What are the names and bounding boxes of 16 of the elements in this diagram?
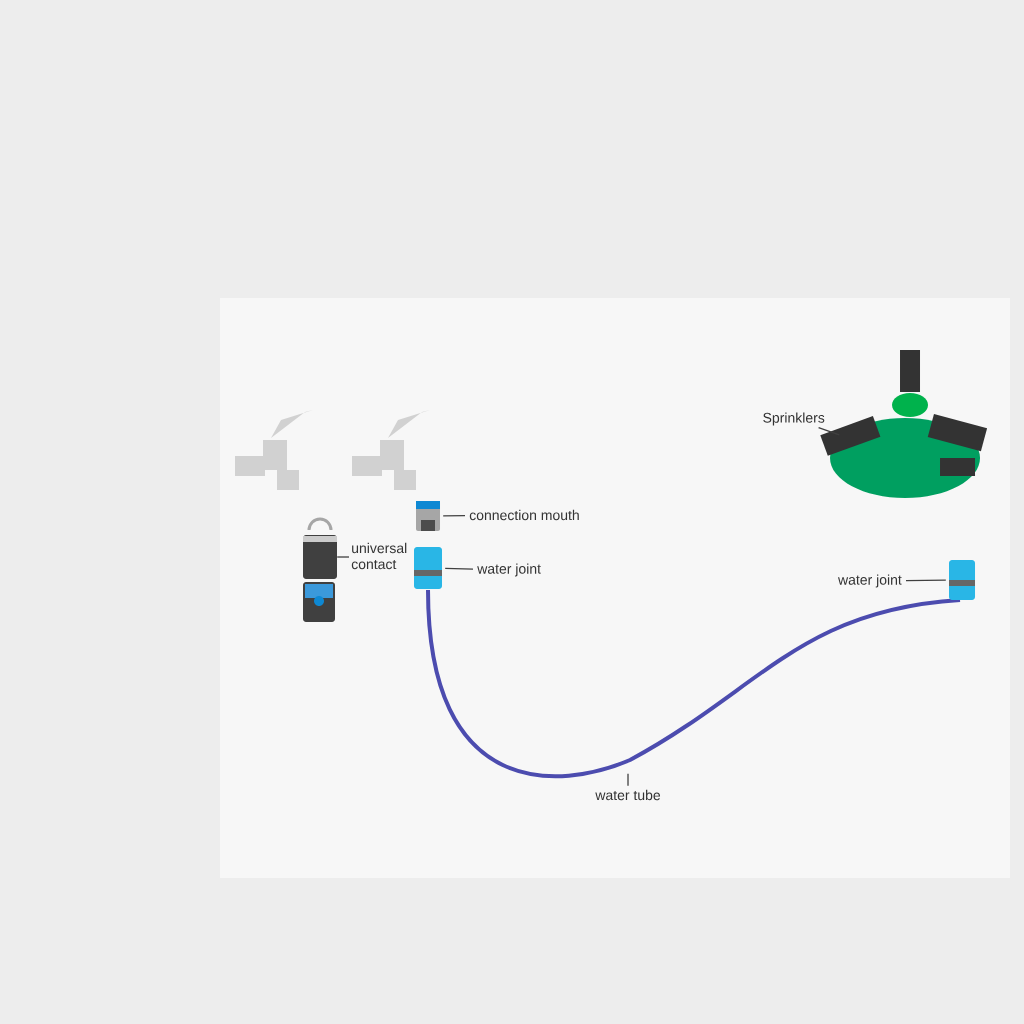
part-label: connection mouth (469, 509, 579, 521)
water-joint-drawing (414, 547, 442, 589)
part-label: Sprinklers (763, 412, 825, 426)
part-label: water joint (838, 574, 902, 588)
leader-line (627, 773, 629, 787)
water-joint-drawing (949, 560, 975, 600)
leader-line (336, 556, 350, 558)
leader-line (442, 514, 466, 517)
leader-line (905, 579, 947, 582)
connector-drawing (416, 501, 440, 531)
leader-line (444, 567, 474, 570)
adapter-drawing (303, 517, 337, 579)
part-label: water tube (595, 789, 661, 801)
leader-line (817, 427, 840, 436)
part-label: universal contact (351, 542, 407, 570)
part-label: water joint (477, 563, 541, 577)
